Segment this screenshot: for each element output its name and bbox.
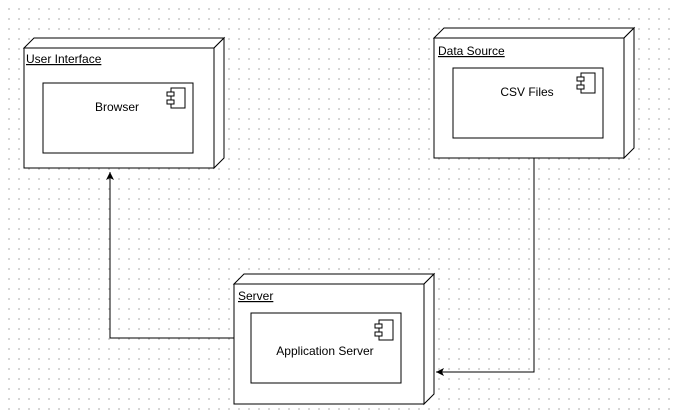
component-label: Browser: [95, 100, 139, 114]
node-title: User Interface: [26, 52, 102, 66]
node-data-source[interactable]: Data Source CSV Files: [432, 26, 636, 160]
component-icon: [576, 72, 596, 94]
node-user-interface[interactable]: User Interface Browser: [22, 36, 226, 170]
component-browser[interactable]: Browser: [42, 82, 194, 154]
component-label: CSV Files: [500, 85, 553, 99]
component-csv-files[interactable]: CSV Files: [452, 67, 604, 139]
node-title: Server: [238, 289, 273, 303]
component-label: Application Server: [276, 344, 373, 358]
edge-server-to-user-interface[interactable]: [106, 172, 234, 339]
node-server[interactable]: Server Application Server: [232, 272, 436, 406]
edge-data-source-to-server[interactable]: [436, 158, 535, 376]
component-icon: [166, 87, 186, 109]
node-title: Data Source: [438, 44, 505, 58]
component-icon: [374, 319, 394, 341]
component-application-server[interactable]: Application Server: [250, 312, 402, 384]
